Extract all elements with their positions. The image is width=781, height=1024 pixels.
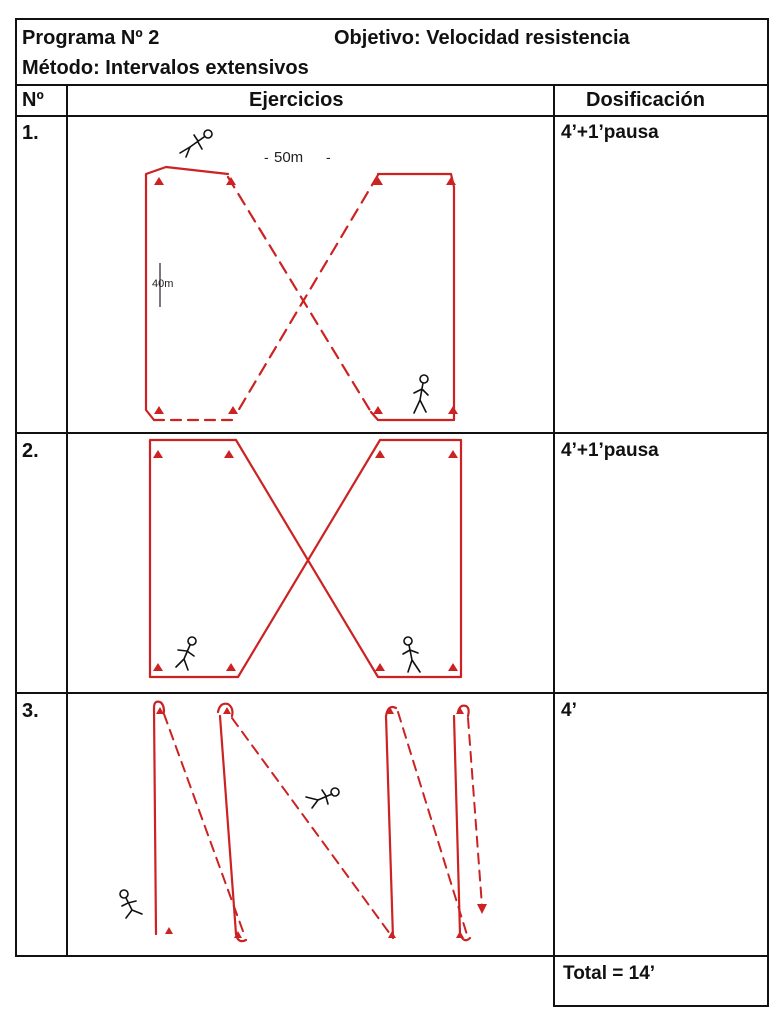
- row-number-2: 2.: [22, 440, 39, 462]
- row1-divider: [15, 432, 769, 434]
- runner-icon: [119, 889, 143, 919]
- row-number-1: 1.: [22, 122, 39, 144]
- ex3-dashed-3: [397, 711, 469, 939]
- cone-icon: [234, 931, 242, 938]
- exercise-2-diagram: [148, 438, 463, 679]
- ex3-solid-4: [452, 704, 472, 942]
- cone-icon: [228, 406, 238, 414]
- ex3-solid-3: [384, 705, 398, 940]
- runner-icon: [402, 636, 421, 673]
- cone-icon: [448, 406, 458, 414]
- cone-icon: [373, 177, 383, 185]
- cone-icon: [153, 450, 163, 458]
- ex1-height-label: 40m: [152, 278, 173, 290]
- runner-icon: [179, 129, 213, 158]
- runner-icon: [305, 787, 340, 809]
- cone-icon: [456, 931, 464, 938]
- table-border-bottom: [15, 955, 769, 957]
- ex3-cones: [156, 707, 464, 938]
- cone-icon: [226, 663, 236, 671]
- program-title: Programa Nº 2: [22, 27, 160, 49]
- cone-icon: [446, 177, 456, 185]
- column-header-exercises: Ejercicios: [249, 89, 344, 111]
- cone-icon: [226, 177, 236, 185]
- ex3-solid-2: [216, 702, 248, 943]
- cone-icon: [153, 663, 163, 671]
- column-header-dosage: Dosificación: [586, 89, 705, 111]
- cone-icon: [448, 450, 458, 458]
- exercise-1-diagram: 50m - - 40m: [144, 129, 458, 422]
- cone-icon: [373, 406, 383, 414]
- ex1-cones: [154, 177, 458, 414]
- table-border-left: [15, 18, 17, 957]
- total-label: Total = 14’: [563, 963, 656, 984]
- ex1-width-label: 50m: [274, 149, 303, 166]
- dosage-row-3: 4’: [561, 700, 577, 721]
- ex1-path-right: [369, 172, 456, 422]
- runner-icon: [175, 636, 197, 671]
- ex1-diagonal-1: [226, 175, 373, 414]
- cone-icon: [154, 177, 164, 185]
- ex1-path-left: [144, 165, 230, 422]
- row-number-3: 3.: [22, 700, 39, 722]
- ex3-dashed-2: [231, 717, 394, 939]
- objective-text: Objetivo: Velocidad resistencia: [334, 27, 630, 49]
- table-border-right: [767, 18, 769, 957]
- runner-icon: [413, 374, 429, 414]
- ex3-solid-1: [152, 700, 166, 936]
- cone-icon: [386, 707, 394, 714]
- row2-divider: [15, 692, 769, 694]
- column-header-number: Nº: [22, 89, 44, 111]
- header-divider: [15, 84, 769, 86]
- total-box-bottom: [553, 1005, 769, 1007]
- table-border-top: [15, 18, 769, 20]
- cone-icon: [375, 663, 385, 671]
- dosage-row-1: 4’+1’pausa: [561, 122, 659, 143]
- arrow-down-icon: [477, 904, 487, 914]
- cone-icon: [154, 406, 164, 414]
- total-box-left: [553, 955, 555, 1007]
- svg-text:-: -: [326, 149, 331, 165]
- svg-text:-: -: [264, 149, 269, 165]
- ex1-diagonal-2: [236, 173, 380, 413]
- cone-icon: [156, 707, 164, 714]
- total-box-right: [767, 955, 769, 1007]
- column-divider-2: [553, 84, 555, 957]
- ex3-dashed-4: [467, 717, 483, 907]
- cone-icon: [223, 707, 231, 714]
- cone-icon: [448, 663, 458, 671]
- cone-icon: [375, 450, 385, 458]
- ex3-dashed-1: [163, 713, 245, 935]
- column-divider-1: [66, 84, 68, 957]
- cone-icon: [165, 927, 173, 934]
- cone-icon: [388, 931, 396, 938]
- dosage-row-2: 4’+1’pausa: [561, 440, 659, 461]
- column-header-divider: [15, 115, 769, 117]
- method-text: Método: Intervalos extensivos: [22, 57, 309, 79]
- ex2-cones: [153, 450, 458, 671]
- exercise-3-diagram: [119, 700, 487, 943]
- cone-icon: [456, 707, 464, 714]
- ex2-path-left: [148, 438, 463, 679]
- cone-icon: [224, 450, 234, 458]
